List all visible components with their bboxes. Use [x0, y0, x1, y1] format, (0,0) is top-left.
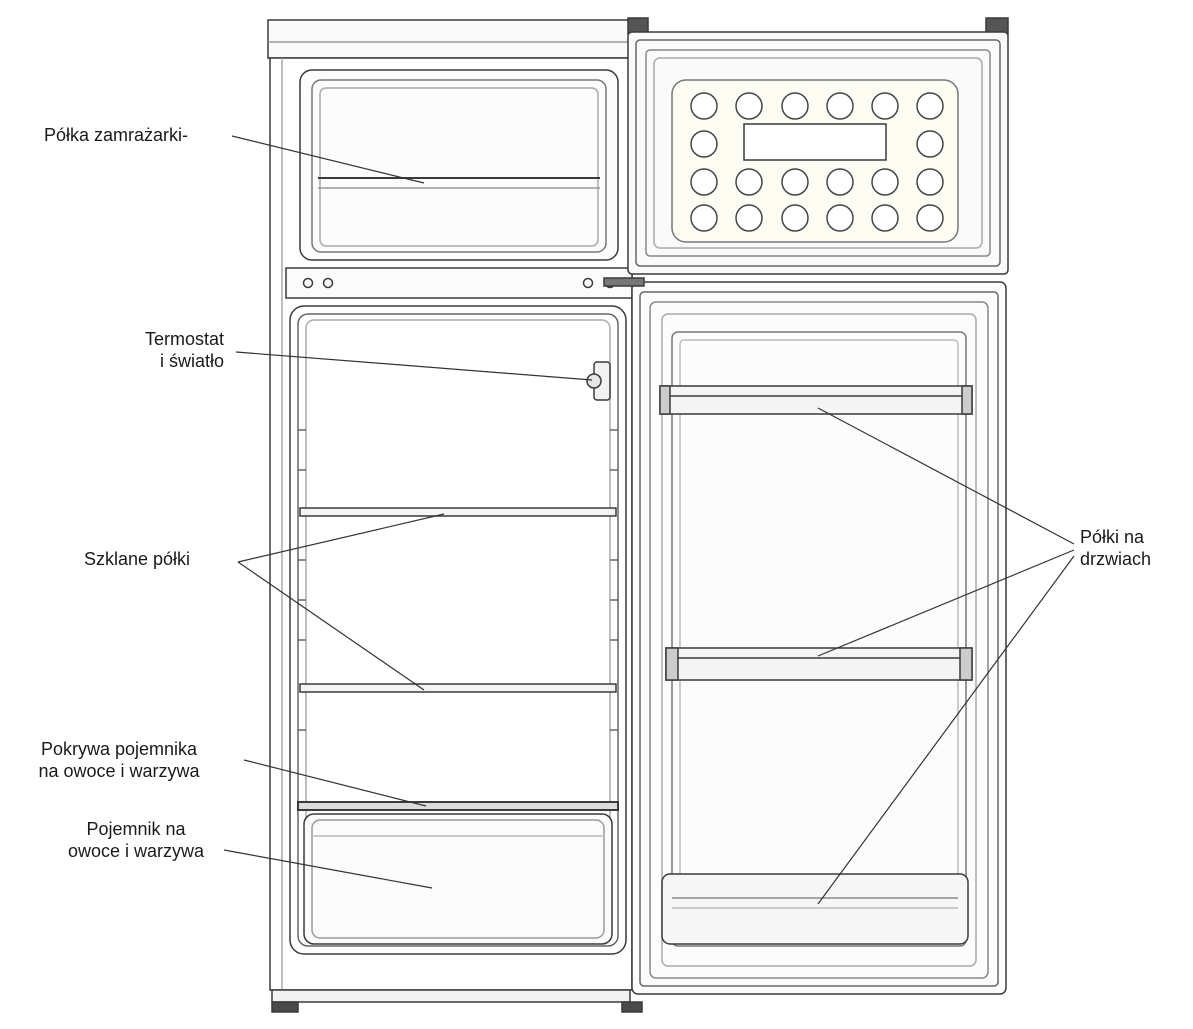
leader-door-shelf-middle [817, 549, 1075, 657]
egg-tray [671, 79, 959, 243]
leader-glass-shelf-upper [237, 513, 445, 563]
egg-holes [690, 92, 944, 232]
label-crisper-line2: owoce i warzywa [67, 841, 205, 861]
label-glass-shelves-text: Szklane półki [84, 549, 191, 569]
door-shelf-bottom [661, 873, 969, 945]
knob-icon [302, 277, 314, 289]
label-crisper-cover-line1: Pokrywa pojemnika [40, 739, 198, 759]
knob-icon [322, 277, 334, 289]
glass-shelf-lower [299, 683, 617, 693]
egg-hole-icon [690, 92, 718, 120]
egg-hole-icon [735, 92, 763, 120]
label-thermostat-line2: i światło [159, 351, 224, 371]
egg-hole-icon [916, 204, 944, 232]
label-freezer-shelf: Półka zamrażarki- [44, 124, 188, 146]
divider-panel [285, 267, 633, 299]
cabinet-base [271, 989, 631, 1003]
egg-hole-icon [735, 168, 763, 196]
freezer-compartment [299, 69, 619, 261]
leader-door-shelf-bottom [817, 555, 1075, 905]
label-door-shelves-line1: Półki na [1080, 527, 1145, 547]
egg-hole-icon [871, 168, 899, 196]
crisper-cover [297, 801, 619, 811]
leader-freezer-shelf [231, 135, 425, 184]
label-door-shelves: Półki na drzwiach [1080, 526, 1151, 570]
egg-hole-icon [781, 168, 809, 196]
glass-shelf-upper [299, 507, 617, 517]
label-crisper: Pojemnik na owoce i warzywa [56, 818, 216, 862]
leader-thermostat [235, 351, 593, 381]
leader-crisper-cover [243, 759, 427, 807]
foot-left [271, 1001, 299, 1013]
egg-hole-icon [826, 92, 854, 120]
label-glass-shelves: Szklane półki [84, 548, 190, 570]
egg-hole-icon [871, 204, 899, 232]
egg-hole-icon [871, 92, 899, 120]
egg-hole-icon [826, 204, 854, 232]
crisper-drawer [303, 813, 613, 945]
egg-hole-icon [690, 204, 718, 232]
leader-glass-shelf-lower [237, 561, 425, 691]
freezer-door [627, 17, 1009, 275]
egg-hole-icon [781, 204, 809, 232]
leader-lines [223, 135, 1075, 905]
egg-hole-icon [690, 130, 718, 158]
leader-crisper [223, 849, 433, 889]
label-thermostat-line1: Termostat [144, 329, 224, 349]
door-shelf-middle [665, 647, 973, 681]
fridge-compartment [289, 305, 627, 955]
label-door-shelves-line2: drzwiach [1080, 549, 1152, 569]
label-thermostat: Termostat i światło [100, 328, 224, 372]
label-crisper-line1: Pojemnik na [86, 819, 186, 839]
knob-icon [582, 277, 594, 289]
label-crisper-cover-line2: na owoce i warzywa [38, 761, 200, 781]
leader-door-shelf-top [817, 407, 1075, 545]
foot-right [621, 1001, 643, 1013]
egg-hole-icon [735, 204, 763, 232]
fridge-door [603, 277, 1007, 995]
egg-hole-icon [690, 168, 718, 196]
egg-hole-icon [781, 92, 809, 120]
egg-tray-panel [743, 123, 887, 161]
egg-hole-icon [826, 168, 854, 196]
egg-hole-icon [916, 130, 944, 158]
door-shelf-top [659, 385, 973, 415]
cabinet-top-panel [267, 19, 635, 59]
egg-hole-icon [916, 168, 944, 196]
thermostat-knob-icon [586, 373, 602, 389]
label-freezer-shelf-text: Półka zamrażarki- [44, 125, 189, 145]
label-crisper-cover: Pokrywa pojemnika na owoce i warzywa [6, 738, 232, 782]
egg-hole-icon [916, 92, 944, 120]
